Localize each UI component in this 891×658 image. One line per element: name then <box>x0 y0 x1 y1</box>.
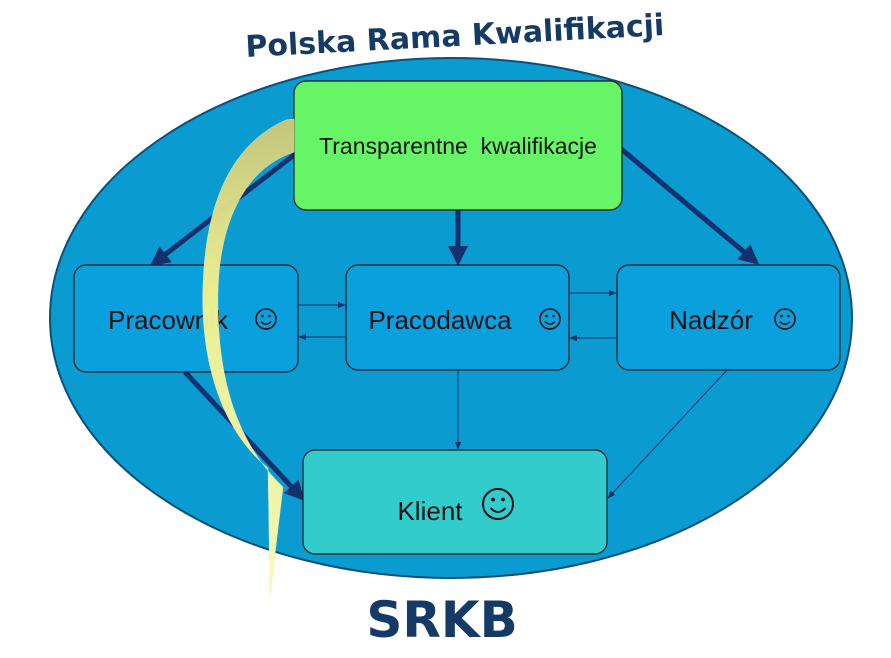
smiley-icon <box>482 488 514 520</box>
smiley-icon <box>774 308 796 330</box>
smiley-icon <box>539 308 561 330</box>
label-transparentne-kwalifikacje: Transparentne kwalifikacje <box>319 133 597 159</box>
curved-arrow <box>202 118 295 597</box>
label-nadzor: Nadzór <box>669 305 753 335</box>
arrow-top-to-nadzor <box>618 146 760 265</box>
label-klient: Klient <box>397 496 463 526</box>
footer-label: SRKB <box>366 591 517 649</box>
smiley-icon <box>255 308 277 330</box>
box-nadzor <box>616 264 841 371</box>
box-klient <box>302 449 608 555</box>
box-pracownik <box>73 264 299 373</box>
arrow-nadzor-to-klient <box>607 369 728 499</box>
label-pracodawca: Pracodawca <box>368 305 512 335</box>
diagram-title: Polska Rama Kwalifikacji <box>245 8 665 65</box>
